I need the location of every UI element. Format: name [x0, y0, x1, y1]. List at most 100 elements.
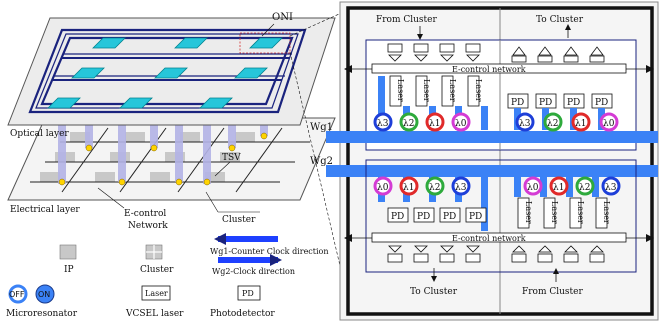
- projection-line-top: [289, 9, 349, 37]
- svg-text:λ1: λ1: [575, 119, 586, 129]
- microresonator-ring: [399, 112, 419, 132]
- cluster-legend-label: Cluster: [140, 265, 174, 275]
- svg-text:λ2: λ2: [547, 119, 558, 129]
- svg-text:λ3: λ3: [455, 183, 467, 193]
- svg-text:λ0: λ0: [527, 183, 539, 193]
- pd: [439, 207, 461, 223]
- pd: [387, 207, 409, 223]
- from-cluster-top-label: From Cluster: [376, 15, 437, 25]
- bottom-left-rings: λ0 λ1 λ2 λ3: [373, 176, 471, 196]
- microresonator-ring: [515, 112, 535, 132]
- laser-legend-text: Laser: [145, 289, 168, 298]
- microresonator-ring: [601, 176, 621, 196]
- svg-text:λ1: λ1: [429, 119, 440, 129]
- econtrol-callout: E-control Network: [97, 187, 168, 231]
- cluster-callout: Cluster: [205, 191, 260, 225]
- projection-line-bottom: [289, 51, 349, 301]
- svg-text:λ1: λ1: [403, 183, 414, 193]
- ip-legend-square: [59, 244, 77, 260]
- econtrol-network-label-line1: E-control: [124, 209, 166, 219]
- svg-text:Laser: Laser: [602, 201, 611, 224]
- oni-chips: [47, 37, 283, 109]
- on-label: ON: [38, 290, 50, 299]
- microresonator-ring: [599, 112, 619, 132]
- microresonator-ring: [543, 112, 563, 132]
- svg-text:λ0: λ0: [377, 183, 389, 193]
- microresonator-ring: [399, 176, 419, 196]
- wg2-legend-arrow: [218, 254, 282, 266]
- wg2-label: Wg2: [310, 156, 333, 167]
- laser: [543, 197, 556, 229]
- microresonator-ring: [575, 176, 595, 196]
- cluster-callout-label: Cluster: [222, 215, 256, 225]
- oni-detail-panel: From Cluster To Cluster: [310, 1, 659, 321]
- laser: [441, 75, 454, 107]
- tsv-dots: [58, 132, 268, 186]
- svg-text:Laser: Laser: [422, 79, 431, 102]
- laser: [517, 197, 530, 229]
- electrical-layer-label: Electrical layer: [10, 205, 80, 215]
- pd-legend-box: [237, 285, 261, 301]
- oni-pointer: [261, 23, 275, 37]
- svg-text:Laser: Laser: [524, 201, 533, 224]
- pd: [465, 207, 487, 223]
- legend: IP Cluster Wg1-Counter Clock direction W…: [6, 233, 329, 319]
- bottom-oni-region: λ0 λ1 λ2 λ3 λ0 λ1 λ2 λ3 PD: [344, 159, 654, 273]
- svg-text:λ2: λ2: [429, 183, 440, 193]
- svg-text:λ3: λ3: [519, 119, 531, 129]
- laser: [415, 75, 428, 107]
- svg-text:λ1: λ1: [553, 183, 564, 193]
- top-right-rings: λ3 λ2 λ1 λ0: [515, 112, 619, 132]
- microresonator-ring: [451, 112, 471, 132]
- wg2-waveguide: [326, 165, 658, 177]
- econtrol-bar-bottom: [371, 232, 627, 243]
- wg1-waveguide: [326, 131, 658, 143]
- microresonator-ring: [451, 176, 471, 196]
- svg-text:λ3: λ3: [605, 183, 617, 193]
- top-router-icons: [387, 43, 605, 63]
- photodetector-label: Photodetector: [210, 309, 275, 319]
- cluster-legend-icon: [145, 244, 163, 260]
- svg-text:PD: PD: [417, 212, 430, 222]
- svg-text:Laser: Laser: [396, 79, 405, 102]
- svg-text:λ2: λ2: [579, 183, 590, 193]
- to-cluster-bottom-label: To Cluster: [410, 287, 458, 297]
- wg1-legend-arrow: [214, 233, 278, 245]
- svg-text:λ3: λ3: [377, 119, 389, 129]
- svg-text:Laser: Laser: [448, 79, 457, 102]
- microresonator-ring: [373, 112, 393, 132]
- laser: [389, 75, 402, 107]
- econtrol-network-bottom-label: E-control network: [452, 234, 526, 243]
- pd-legend-text: PD: [242, 289, 254, 298]
- svg-text:PD: PD: [567, 98, 580, 108]
- microresonator-ring: [549, 176, 569, 196]
- from-cluster-bottom-label: From Cluster: [522, 287, 583, 297]
- microresonator-ring: [425, 112, 445, 132]
- layer-stack: ONI Optical layer Electrical layer TSV: [7, 9, 349, 301]
- svg-text:PD: PD: [469, 212, 482, 222]
- laser-legend-box: [141, 285, 171, 301]
- off-label: OFF: [9, 290, 25, 299]
- econtrol-bar-top: [371, 63, 627, 74]
- bottom-lasers: Laser Laser Laser Laser: [517, 197, 611, 229]
- laser: [595, 197, 608, 229]
- bottom-router-icons: [387, 245, 605, 263]
- svg-text:PD: PD: [391, 212, 404, 222]
- econtrol-network-top-label: E-control network: [452, 65, 526, 74]
- microresonator-on-icon: ON: [35, 284, 55, 304]
- bottom-right-rings: λ0 λ1 λ2 λ3: [523, 176, 621, 196]
- svg-text:PD: PD: [511, 98, 524, 108]
- tsv-pointer: [214, 161, 231, 177]
- svg-text:Laser: Laser: [474, 79, 483, 102]
- microresonator-ring: [571, 112, 591, 132]
- microresonator-ring: [523, 176, 543, 196]
- svg-text:λ2: λ2: [403, 119, 414, 129]
- wg2-legend-label: Wg2-Clock direction: [212, 267, 295, 276]
- wg1-legend-label: Wg1-Counter Clock direction: [210, 247, 329, 256]
- svg-text:PD: PD: [443, 212, 456, 222]
- econtrol-network-label-line2: Network: [128, 221, 168, 231]
- laser: [569, 197, 582, 229]
- microresonator-label: Microresonator: [6, 309, 78, 319]
- to-cluster-top-label: To Cluster: [536, 15, 584, 25]
